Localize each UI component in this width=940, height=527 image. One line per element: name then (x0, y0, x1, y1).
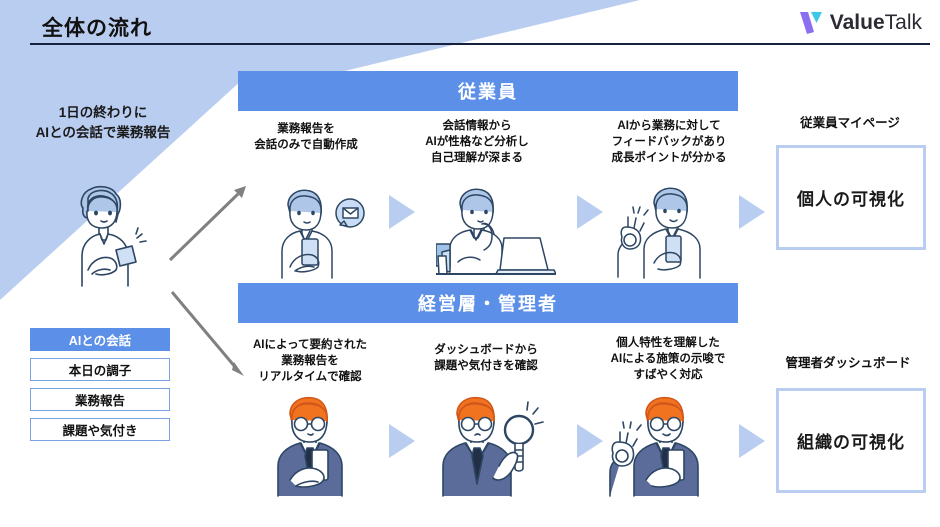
caption-line: 業務報告を (281, 354, 339, 367)
banner-employee: 従業員 (238, 71, 738, 111)
caption-line: 会話情報から (442, 120, 512, 132)
result-box-manager: 組織の可視化 (776, 388, 926, 493)
chevron-arrow-employee-2 (577, 195, 603, 229)
header-rule (30, 43, 930, 45)
logo-wordmark: ValueTalk (830, 11, 922, 35)
caption-line: AIから業務に対して (617, 120, 721, 132)
chevron-arrow-manager-3 (739, 424, 765, 458)
left-caption: 1日の終わりに AIとの会話で業務報告 (8, 103, 198, 142)
man-ok-sign-smartphone-icon (617, 187, 701, 279)
result-label-manager: 管理者ダッシュボード (785, 356, 911, 370)
step-caption-employee-2: 会話情報から AIが性格など分析し 自己理解が深まる (404, 119, 550, 167)
result-label-employee: 従業員マイページ (800, 116, 900, 130)
caption-line: AIが性格など分析し (425, 135, 529, 148)
caption-line: 業務報告を (277, 123, 335, 135)
person-with-smartphone-icon (80, 185, 147, 287)
caption-line: 個人特性を理解した (616, 337, 720, 349)
caption-line: 課題や気付きを確認 (434, 359, 538, 372)
manager-magnifying-glass-icon (442, 396, 544, 497)
gray-arrow-up-right-icon (168, 192, 240, 262)
logo-light: Talk (884, 11, 922, 34)
result-box-employee: 個人の可視化 (776, 145, 926, 250)
man-smartphone-mail-bubble-icon (281, 189, 365, 279)
valuetalk-logo: ValueTalk (797, 10, 922, 36)
caption-line: 会話のみで自動作成 (254, 138, 358, 151)
step-caption-employee-1: 業務報告を 会話のみで自動作成 (236, 122, 376, 154)
caption-line: すばやく対応 (633, 368, 703, 381)
caption-line: フィードバックがあり (611, 135, 727, 148)
manager-ok-sign-smartphone-icon (609, 396, 699, 497)
left-button-3[interactable]: 課題や気付き (30, 418, 170, 441)
left-button-0[interactable]: AIとの会話 (30, 328, 170, 351)
page-title: 全体の流れ (42, 17, 152, 40)
man-at-laptop-thinking-icon (436, 188, 556, 275)
caption-line: AIによる施策の示唆で (610, 352, 726, 365)
caption-line: 成長ポイントが分かる (611, 151, 727, 164)
branch-arrows (168, 186, 246, 376)
left-caption-line2: AIとの会話で業務報告 (35, 124, 171, 140)
left-button-1[interactable]: 本日の調子 (30, 358, 170, 381)
chevron-arrow-manager-1 (389, 424, 415, 458)
chevron-arrow-employee-1 (389, 195, 415, 229)
caption-line: リアルタイムで確認 (258, 370, 362, 383)
step-caption-manager-1: AIによって要約された 業務報告を リアルタイムで確認 (230, 338, 390, 386)
banner-manager: 経営層・管理者 (238, 283, 738, 323)
step-caption-employee-3: AIから業務に対して フィードバックがあり 成長ポイントが分かる (594, 119, 744, 167)
chevron-arrow-employee-3 (739, 195, 765, 229)
caption-line: 自己理解が深まる (431, 151, 523, 164)
caption-line: AIによって要約された (252, 339, 368, 351)
manager-suit-smartphone-icon (277, 396, 343, 497)
caption-line: ダッシュボードから (434, 344, 538, 356)
logo-bold: Value (829, 11, 885, 34)
step-caption-manager-2: ダッシュボードから 課題や気付きを確認 (412, 343, 560, 375)
left-button-2[interactable]: 業務報告 (30, 388, 170, 411)
valuetalk-v-logo-icon (799, 12, 822, 34)
left-button-list: AIとの会話 本日の調子 業務報告 課題や気付き (30, 328, 170, 448)
step-caption-manager-3: 個人特性を理解した AIによる施策の示唆で すばやく対応 (592, 336, 744, 384)
left-caption-line1: 1日の終わりに (58, 105, 148, 120)
